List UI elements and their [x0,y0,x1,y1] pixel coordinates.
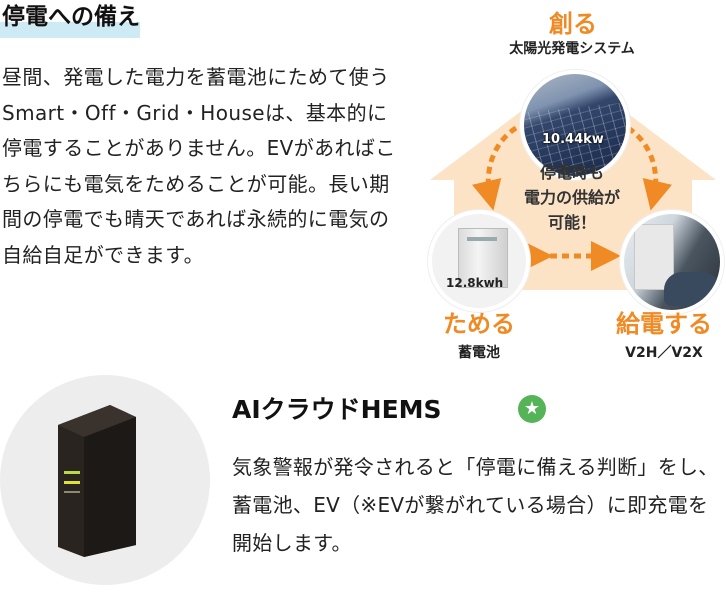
router-device [58,405,136,557]
center-line-2: 電力の供給が [523,188,620,207]
section-heading: 停電への備え [0,0,140,40]
center-line-1: 停電時も [539,163,604,182]
supply-title: 給電する [616,310,712,338]
store-title: ためる [443,310,515,338]
hems-description: 気象警報が発令されると「停電に備える判断」をし、蓄電池、EV（※EVが繋がれてい… [232,455,719,555]
create-subtitle: 太陽光発電システム [509,41,635,57]
hems-device-image [0,375,210,585]
arrow-create-to-supply [626,125,672,211]
solar-panel-image: 10.44kw [520,70,630,180]
star-icon: ★ [518,395,546,423]
supply-subtitle: V2H／V2X [625,345,703,361]
cycle-arrows [472,125,672,271]
battery-capacity: 12.8kwh [446,276,504,290]
arrow-create-to-store [472,125,518,211]
center-message: 停電時も 電力の供給が 可能！ [506,160,638,235]
hems-title: AIクラウドHEMS [232,395,442,424]
ev-charger-image [620,210,724,314]
section-body: 昼間、発電した電力を蓄電池にためて使うSmart・Off・Grid・Houseは… [2,65,396,267]
power-cycle-diagram: 創る 太陽光発電システム 10.44kw 停電時も 電力の供給が 可能！ 12.… [420,0,726,372]
solar-capacity: 10.44kw [542,132,604,147]
create-title: 創る [549,10,597,38]
center-line-3: 可能！ [547,213,596,232]
battery-image: 12.8kwh [428,210,530,312]
store-subtitle: 蓄電池 [458,345,500,361]
